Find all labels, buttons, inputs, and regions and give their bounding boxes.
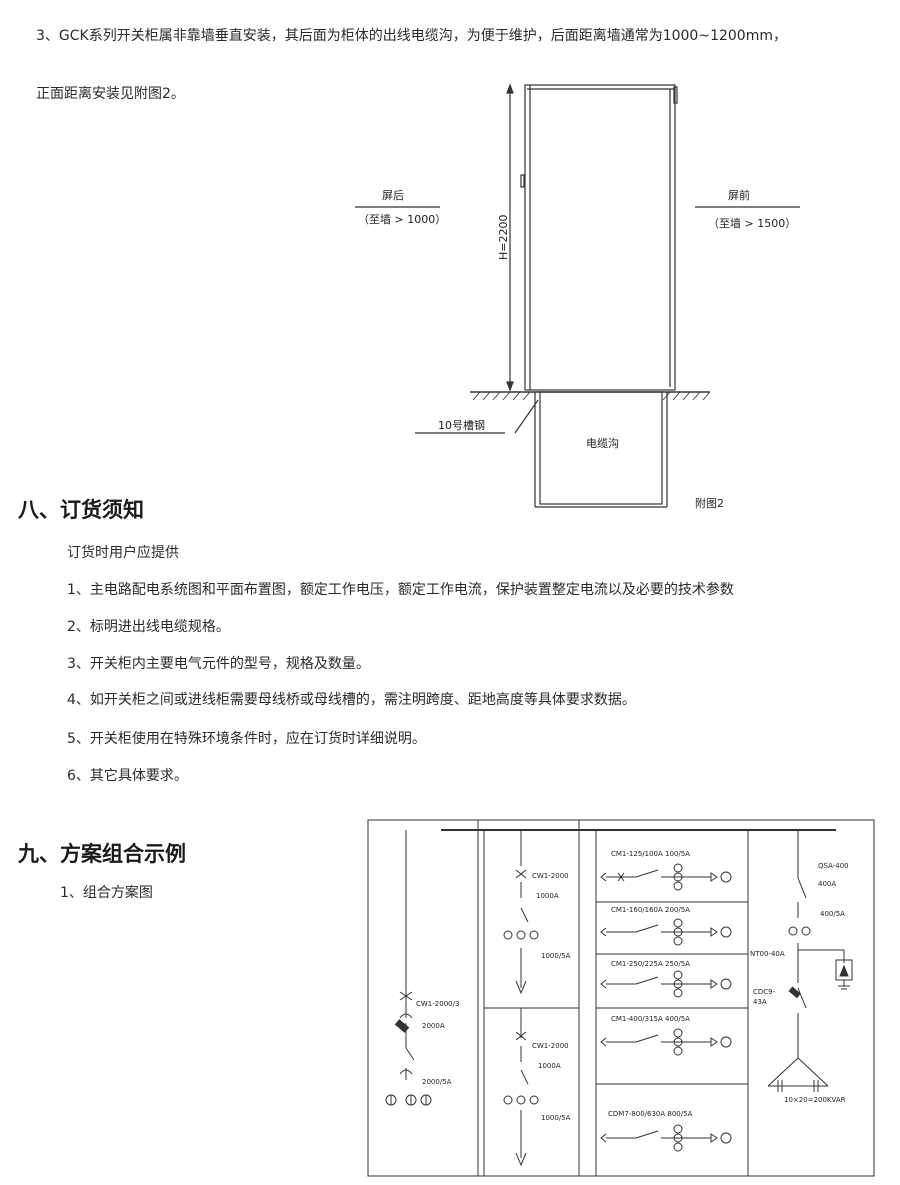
feeder-4-label: CM1-400/315A 400/5A xyxy=(611,1015,690,1023)
feeder-row-2 xyxy=(600,918,732,946)
cabinet-handle xyxy=(520,174,525,188)
col2a-rating-label: 1000A xyxy=(536,892,559,900)
height-label: H=2200 xyxy=(497,215,510,260)
col2a-ct-label: 1000/5A xyxy=(541,952,571,960)
feeder-3-label: CM1-250/225A 250/5A xyxy=(611,960,690,968)
figure-2-caption: 附图2 xyxy=(695,496,724,510)
channel-steel-label: 10号槽钢 xyxy=(438,419,485,432)
trench-label: 电缆沟 xyxy=(586,437,619,450)
col4-switch-label: QSA-400 xyxy=(818,862,849,870)
feeder-2-label: CM1-160/160A 200/5A xyxy=(611,906,690,914)
rear-distance: （至墙 > 1000） xyxy=(358,212,446,226)
combination-schematic: CW1-2000/3 2000A 2000/5A CW1-2000 1000A … xyxy=(367,819,875,1177)
col2b-rating-label: 1000A xyxy=(538,1062,561,1070)
col2b-ct-label: 1000/5A xyxy=(541,1114,571,1122)
intro-line-2: 正面距离安装见附图2。 xyxy=(36,86,185,102)
col4-capacitor-label: 10×20=200KVAR xyxy=(784,1096,846,1104)
feeder-row-3 xyxy=(600,970,732,998)
front-distance: （至墙 > 1500） xyxy=(708,216,796,230)
feeder-5-label: CDM7-800/630A 800/5A xyxy=(608,1110,693,1118)
figure-2-cabinet-elevation: 屏后 （至墙 > 1000） 屏前 （至墙 > 1500） H=2200 10号… xyxy=(355,83,800,510)
feeder-row-1 xyxy=(600,863,732,891)
order-item-6: 6、其它具体要求。 xyxy=(67,768,188,784)
col2b-breaker-label: CW1-2000 xyxy=(532,1042,569,1050)
schematic-frame xyxy=(367,819,875,1177)
section-9-title: 九、方案组合示例 xyxy=(18,842,186,866)
front-label: 屏前 xyxy=(728,188,750,202)
order-item-5: 5、开关柜使用在特殊环境条件时，应在订货时详细说明。 xyxy=(67,731,426,747)
col4-rating-label: 400A xyxy=(818,880,836,888)
feeder-row-5 xyxy=(600,1124,732,1152)
order-item-1: 1、主电路配电系统图和平面布置图，额定工作电压，额定工作电流，保护装置整定电流以… xyxy=(67,582,734,598)
order-item-4: 4、如开关柜之间或进线柜需要母线桥或母线槽的，需注明跨度、距地高度等具体要求数据… xyxy=(67,692,636,708)
col2a-breaker-label: CW1-2000 xyxy=(532,872,569,880)
cable-trench xyxy=(539,391,663,505)
col4-fuse-label: NT00-40A xyxy=(750,950,785,958)
feeder-row-4 xyxy=(600,1028,732,1056)
intro-line-1: 3、GCK系列开关柜属非靠墙垂直安装，其后面为柜体的出线电缆沟，为便于维护，后面… xyxy=(36,28,787,44)
section-8-lead: 订货时用户应提供 xyxy=(67,545,179,561)
col4-contactor-label: CDC9- xyxy=(753,988,776,996)
section-8-title: 八、订货须知 xyxy=(18,498,144,522)
cabinet-hinge xyxy=(673,86,678,104)
col1-rating-label: 2000A xyxy=(422,1022,445,1030)
section-9-subtitle: 1、组合方案图 xyxy=(60,885,153,901)
order-item-2: 2、标明进出线电缆规格。 xyxy=(67,619,230,635)
rear-label: 屏后 xyxy=(382,189,404,202)
col4-contactor-label-2: 43A xyxy=(753,998,767,1006)
col1-ct-label: 2000/5A xyxy=(422,1078,452,1086)
col4-ct-label: 400/5A xyxy=(820,910,845,918)
order-item-3: 3、开关柜内主要电气元件的型号，规格及数量。 xyxy=(67,656,370,672)
cabinet-outline xyxy=(524,84,676,391)
feeder-1-label: CM1-125/100A 100/5A xyxy=(611,850,690,858)
col1-breaker-label: CW1-2000/3 xyxy=(416,1000,459,1008)
